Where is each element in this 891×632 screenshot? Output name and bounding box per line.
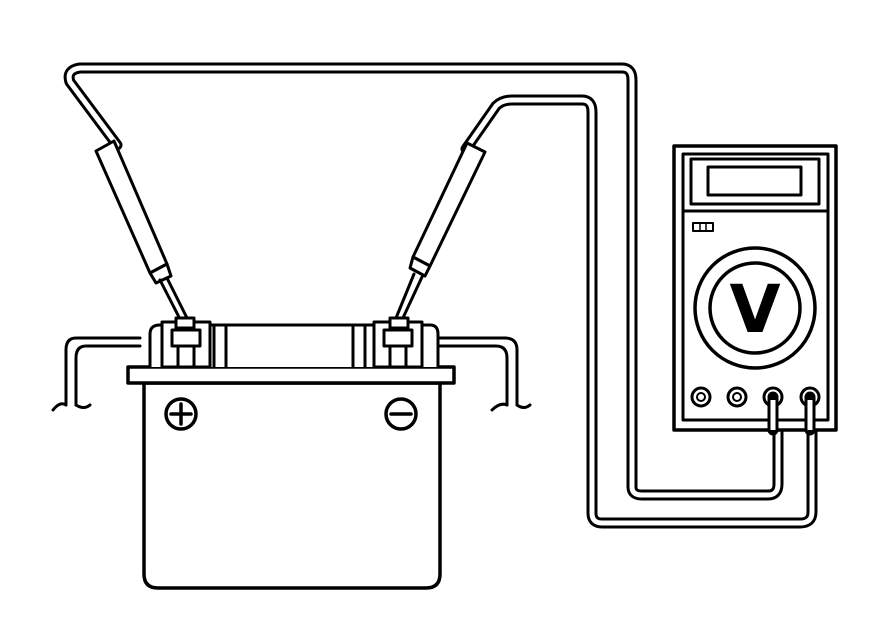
jack-1[interactable] [690, 386, 712, 408]
dial-label: V [729, 271, 780, 348]
probe-right-icon [394, 141, 487, 322]
probe-left-icon [94, 139, 189, 323]
battery-cable-right [438, 336, 532, 412]
battery-cable-left [51, 336, 142, 412]
positive-symbol-icon [164, 397, 198, 431]
lead-plugs [767, 391, 816, 436]
jack-2[interactable] [726, 386, 748, 408]
lead-wire-left [63, 62, 784, 501]
meter-display [689, 157, 821, 206]
lead-wire-right [460, 94, 818, 529]
battery-icon [126, 316, 456, 590]
negative-terminal [372, 316, 424, 369]
indicator-light-icon [692, 222, 714, 232]
positive-terminal [160, 316, 212, 369]
multimeter-icon: V [672, 144, 838, 432]
mode-dial[interactable]: V [693, 246, 817, 370]
negative-symbol-icon [384, 397, 418, 431]
